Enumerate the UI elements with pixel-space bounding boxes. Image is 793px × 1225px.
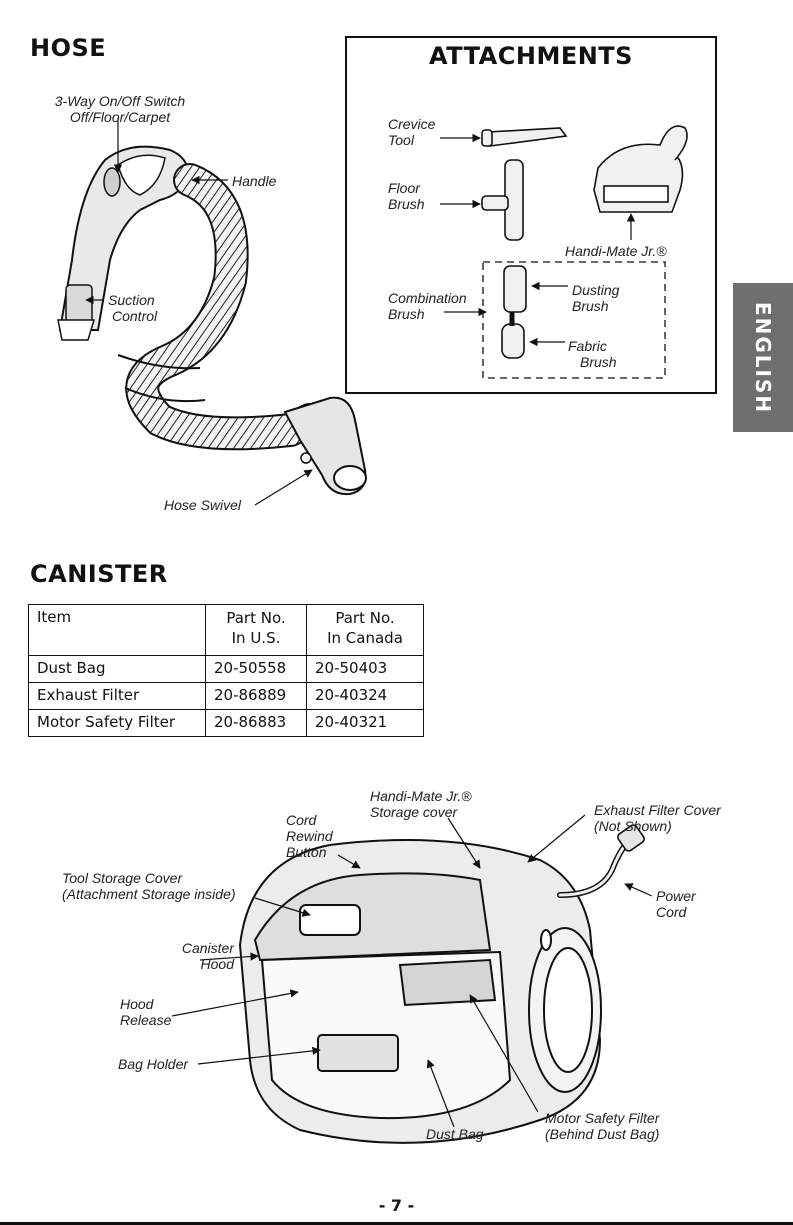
hose-switch-label: 3-Way On/Off Switch Off/Floor/Carpet: [30, 93, 210, 125]
hose-suction-control-label: Suction Control: [108, 292, 157, 324]
table-cell-item: Dust Bag: [28, 655, 206, 683]
combination-label-line1: Combination: [388, 290, 467, 306]
attachments-box: [345, 36, 717, 394]
fabric-brush-label: Fabric Brush: [568, 338, 617, 370]
canister-heading: CANISTER: [30, 560, 168, 588]
parts-table-header-item: Item: [28, 604, 206, 656]
attachments-illustration: [481, 125, 688, 359]
attachments-heading: ATTACHMENTS: [429, 42, 633, 70]
floor-label-line1: Floor: [388, 180, 420, 196]
canister-hood-line2: Hood: [200, 956, 234, 972]
dusting-label-line1: Dusting: [572, 282, 620, 298]
handimate-storage-line2: Storage cover: [370, 804, 458, 820]
table-cell-canada: 20-40324: [306, 682, 424, 710]
table-cell-us: 20-86889: [205, 682, 307, 710]
hose-body-illustration: [117, 163, 327, 451]
handimate-label: Handi-Mate Jr.®: [565, 243, 667, 259]
fabric-label-line1: Fabric: [568, 338, 607, 354]
bag-holder-label: Bag Holder: [118, 1056, 189, 1072]
hood-release-line1: Hood: [120, 996, 154, 1012]
table-row: Motor Safety Filter 20-86883 20-40321: [28, 709, 424, 737]
power-cord-line1: Power: [656, 888, 696, 904]
handimate-storage-cover-label: Handi-Mate Jr.® Storage cover: [370, 788, 472, 820]
motor-safety-filter-label: Motor Safety Filter (Behind Dust Bag): [545, 1110, 659, 1142]
hood-release-label: Hood Release: [120, 996, 171, 1028]
parts-table: Item Part No. In U.S. Part No. In Canada…: [28, 604, 424, 737]
exhaust-filter-line1: Exhaust Filter Cover: [594, 802, 721, 818]
cord-rewind-line3: Button: [286, 844, 327, 860]
footer-rule: [0, 1222, 793, 1225]
language-side-tab-text: ENGLISH: [751, 301, 775, 414]
combination-label-line2: Brush: [388, 306, 425, 322]
exhaust-filter-cover-label: Exhaust Filter Cover (Not Shown): [594, 802, 721, 834]
language-side-tab: ENGLISH: [733, 283, 793, 432]
tool-storage-cover-label: Tool Storage Cover (Attachment Storage i…: [62, 870, 236, 902]
crevice-tool-label: Crevice Tool: [388, 116, 435, 148]
hose-switch-label-line1: 3-Way On/Off Switch: [54, 93, 186, 109]
page-number: - 7 -: [378, 1196, 415, 1215]
header-ca-line2: In Canada: [327, 629, 403, 647]
header-us-line1: Part No.: [226, 609, 286, 627]
tool-storage-line1: Tool Storage Cover: [62, 870, 183, 886]
motor-filter-line1: Motor Safety Filter: [545, 1110, 660, 1126]
parts-table-header-row: Item Part No. In U.S. Part No. In Canada: [28, 604, 424, 656]
canister-illustration: [238, 839, 602, 1144]
crevice-label-line1: Crevice: [388, 116, 436, 132]
hose-handle-label: Handle: [232, 173, 277, 189]
dust-bag-label: Dust Bag: [426, 1126, 484, 1142]
hose-swivel-label: Hose Swivel: [164, 497, 242, 513]
canister-leader-lines: [171, 814, 653, 1128]
hose-switch-label-line2: Off/Floor/Carpet: [69, 109, 171, 125]
table-cell-canada: 20-50403: [306, 655, 424, 683]
floor-brush-label: Floor Brush: [388, 180, 425, 212]
combination-brush-group-outline: [482, 261, 666, 379]
hood-release-line2: Release: [120, 1012, 172, 1028]
dusting-brush-label: Dusting Brush: [572, 282, 619, 314]
table-cell-canada: 20-40321: [306, 709, 424, 737]
table-cell-item: Exhaust Filter: [28, 682, 206, 710]
header-us-line2: In U.S.: [231, 629, 281, 647]
parts-table-header-us: Part No. In U.S.: [205, 604, 307, 656]
power-cord-illustration: [557, 824, 645, 898]
hose-leader-lines: [85, 118, 313, 506]
canister-hood-label: Canister Hood: [158, 940, 234, 972]
crevice-label-line2: Tool: [388, 132, 414, 148]
hose-heading: HOSE: [30, 34, 107, 62]
exhaust-filter-line2: (Not Shown): [594, 818, 672, 834]
fabric-label-line2: Brush: [580, 354, 617, 370]
table-row: Dust Bag 20-50558 20-50403: [28, 655, 424, 683]
parts-table-header-canada: Part No. In Canada: [306, 604, 424, 656]
motor-filter-line2: (Behind Dust Bag): [545, 1126, 660, 1142]
header-ca-line1: Part No.: [335, 609, 395, 627]
table-cell-us: 20-86883: [205, 709, 307, 737]
handimate-storage-line1: Handi-Mate Jr.®: [370, 788, 472, 804]
table-row: Exhaust Filter 20-86889 20-40324: [28, 682, 424, 710]
combination-brush-label: Combination Brush: [388, 290, 467, 322]
attachments-leader-lines: [440, 133, 636, 347]
dusting-label-line2: Brush: [572, 298, 609, 314]
hose-suction-label-line1: Suction: [108, 292, 155, 308]
floor-label-line2: Brush: [388, 196, 425, 212]
table-cell-item: Motor Safety Filter: [28, 709, 206, 737]
tool-storage-line2: (Attachment Storage inside): [62, 886, 236, 902]
power-cord-label: Power Cord: [656, 888, 696, 920]
power-cord-line2: Cord: [656, 904, 687, 920]
cord-rewind-button-label: Cord Rewind Button: [286, 812, 333, 860]
table-cell-us: 20-50558: [205, 655, 307, 683]
cord-rewind-line2: Rewind: [286, 828, 333, 844]
hose-swivel-illustration: [283, 396, 367, 496]
cord-rewind-line1: Cord: [286, 812, 317, 828]
hose-suction-label-line2: Control: [112, 308, 158, 324]
hose-handle-illustration: [57, 145, 190, 341]
canister-hood-line1: Canister: [181, 940, 234, 956]
